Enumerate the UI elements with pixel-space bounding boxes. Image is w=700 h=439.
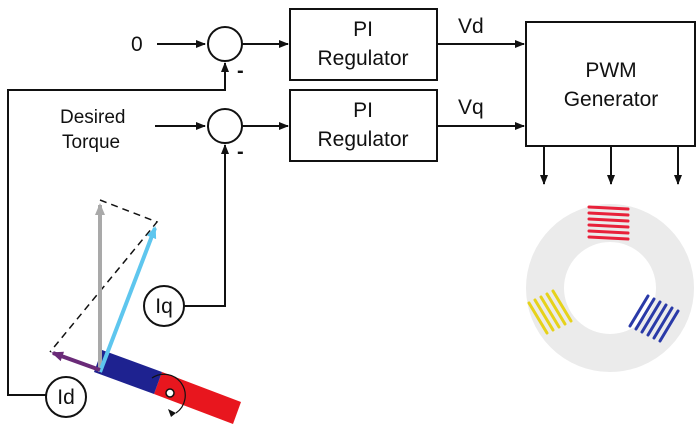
vd-label: Vd xyxy=(458,15,484,38)
vector-cyan-iq xyxy=(98,226,157,373)
minus-sign-d: - xyxy=(237,60,244,82)
pi-regulator-q-line2: Regulator xyxy=(317,128,408,151)
minus-sign-q: - xyxy=(237,141,244,163)
pwm-generator: PWM Generator xyxy=(525,21,696,147)
pi-regulator-q-line1: PI xyxy=(353,99,373,122)
feedback-wire-iq xyxy=(183,144,229,307)
coil-red-icon xyxy=(587,205,630,241)
iq-measurement-circle xyxy=(143,285,185,327)
pi-regulator-d: PI Regulator xyxy=(289,8,438,81)
rotation-arrow-icon xyxy=(151,373,186,414)
pwm-generator-line2: Generator xyxy=(564,88,659,111)
pi-regulator-d-line2: Regulator xyxy=(317,47,408,70)
rotor-red-half xyxy=(154,372,241,424)
vector-dashed-outline xyxy=(49,199,159,353)
desired-torque-label-line1: Desired xyxy=(60,107,125,128)
summing-junction-q xyxy=(207,108,243,144)
desired-torque-label-line2: Torque xyxy=(62,132,120,153)
pi-regulator-q: PI Regulator xyxy=(289,89,438,162)
vector-purple-id xyxy=(51,351,101,372)
feedback-wire-id xyxy=(7,62,229,396)
summing-junction-d xyxy=(207,26,243,62)
stator-ring xyxy=(526,204,694,372)
rotation-arrowhead-icon xyxy=(168,409,176,417)
vq-label: Vq xyxy=(458,96,484,119)
iq-label: Iq xyxy=(155,295,173,318)
rotor-pivot-icon xyxy=(165,388,175,398)
id-label: Id xyxy=(57,386,75,409)
rotor-blue-half xyxy=(94,350,162,394)
coil-yellow-icon xyxy=(527,289,573,335)
stator xyxy=(526,204,694,372)
id-measurement-circle xyxy=(45,376,87,418)
pi-regulator-d-line1: PI xyxy=(353,18,373,41)
coil-blue-icon xyxy=(628,294,680,343)
pwm-generator-line1: PWM xyxy=(585,59,636,82)
vector-diagram: Iq Id xyxy=(45,199,241,424)
zero-input-label: 0 xyxy=(131,33,143,56)
